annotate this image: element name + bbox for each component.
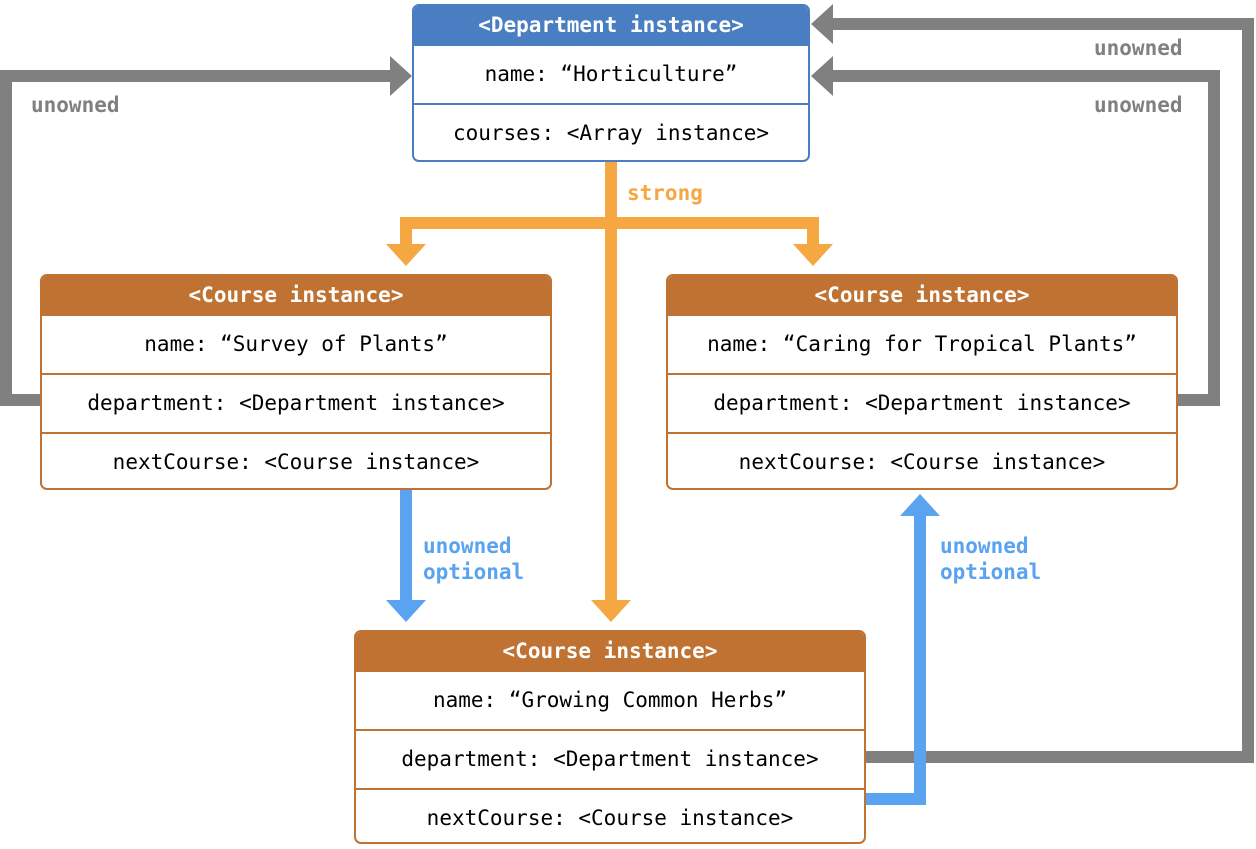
unowned-arrowhead-left <box>390 56 412 96</box>
department-name-field: name: “Horticulture” <box>414 44 808 103</box>
course-instance-header: <Course instance> <box>42 276 550 314</box>
strong-arrowhead-left <box>386 244 426 266</box>
unowned-optional-arrowhead-left <box>386 600 426 622</box>
unowned-label-right-top: unowned <box>1094 36 1183 60</box>
unowned-label-right-mid: unowned <box>1094 93 1183 117</box>
unowned-optional-line-right <box>866 515 926 805</box>
unowned-arrowhead-right-top <box>811 4 833 44</box>
course-instance-box-tropical: <Course instance> name: “Caring for Trop… <box>666 274 1178 490</box>
unowned-optional-label-right: unowned optional <box>940 533 1041 585</box>
strong-arrowhead-bottom <box>591 600 631 622</box>
course-name-field: name: “Growing Common Herbs” <box>356 670 864 729</box>
department-instance-box: <Department instance> name: “Horticultur… <box>412 4 810 162</box>
unowned-optional-arrowhead-right <box>900 494 940 516</box>
course-instance-header: <Course instance> <box>668 276 1176 314</box>
course-department-field: department: <Department instance> <box>42 373 550 432</box>
unowned-reference-line-herbs <box>832 18 1254 763</box>
course-name-field: name: “Survey of Plants” <box>42 314 550 373</box>
course-instance-box-herbs: <Course instance> name: “Growing Common … <box>354 630 866 844</box>
department-instance-header: <Department instance> <box>414 6 808 44</box>
unowned-optional-label-line-2: optional <box>940 560 1042 584</box>
unowned-optional-label-line-2: optional <box>423 560 525 584</box>
unowned-optional-label-line-1: unowned <box>423 534 512 558</box>
strong-arrowhead-right <box>793 244 833 266</box>
unowned-reference-line-tropical <box>832 70 1220 406</box>
course-next-course-field: nextCourse: <Course instance> <box>668 432 1176 488</box>
course-instance-header: <Course instance> <box>356 632 864 670</box>
unowned-reference-line-survey <box>0 70 392 406</box>
unowned-optional-label-left: unowned optional <box>423 533 524 585</box>
unowned-label-left: unowned <box>31 93 120 117</box>
course-next-course-field: nextCourse: <Course instance> <box>42 432 550 488</box>
unowned-optional-label-line-1: unowned <box>940 534 1029 558</box>
strong-reference-branch <box>400 217 819 246</box>
course-next-course-field: nextCourse: <Course instance> <box>356 788 864 842</box>
course-name-field: name: “Caring for Tropical Plants” <box>668 314 1176 373</box>
strong-label: strong <box>627 181 703 205</box>
course-instance-box-survey: <Course instance> name: “Survey of Plant… <box>40 274 552 490</box>
course-department-field: department: <Department instance> <box>356 729 864 788</box>
course-department-field: department: <Department instance> <box>668 373 1176 432</box>
department-courses-field: courses: <Array instance> <box>414 103 808 160</box>
unowned-arrowhead-right-mid <box>811 56 833 96</box>
